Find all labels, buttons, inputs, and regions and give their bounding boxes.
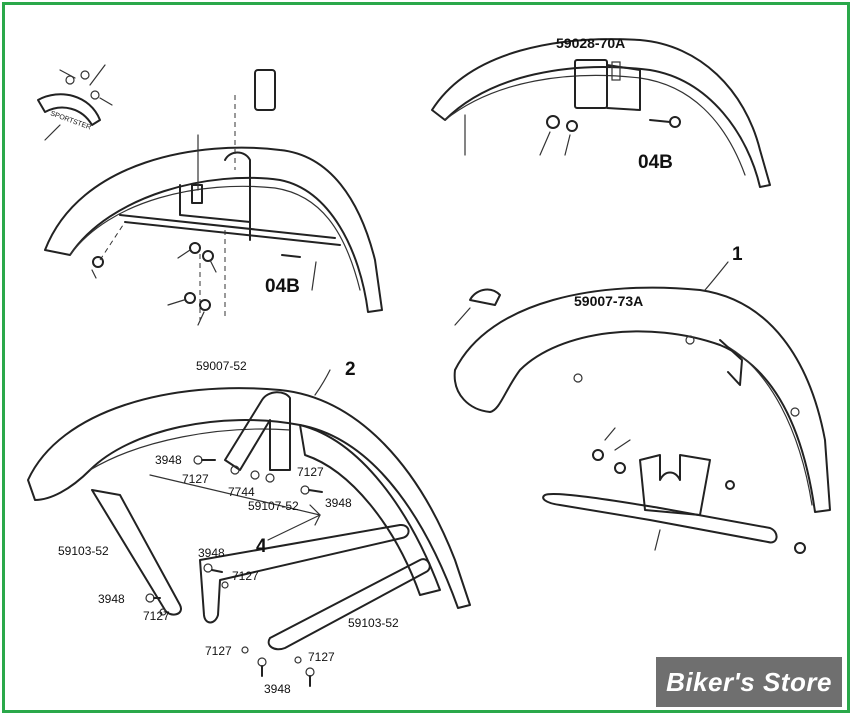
item-1-fender: 1 59007-73A [453,244,831,554]
left-hardware-3948-b: 3948 [98,592,125,606]
upper-right-part-label: 59028-70A [556,35,625,51]
store-logo-text: Biker's Store [666,666,832,697]
item-4-part-label: 59107-52 [248,499,299,513]
bottom-hardware-7127-a: 7127 [205,644,232,658]
kit-hardware-3948-b: 3948 [325,496,352,510]
bottom-hardware-7127-b: 7127 [308,650,335,664]
brace-right-part-label: 59103-52 [348,616,399,630]
left-hardware-7127-b: 7127 [143,609,170,623]
emblem-text: SPORTSTER [49,110,91,131]
upper-left-fender: SPORTSTER 04B [37,64,383,326]
item-4-number: 4 [256,536,267,557]
item-2-fender: 2 59007-52 4 59107-52 59103-52 59103-52 … [27,359,471,696]
left-hardware-7127-a: 7127 [232,569,259,583]
kit-hardware-7127-b: 7127 [297,465,324,479]
emblem-badge: SPORTSTER [37,93,101,131]
bottom-hardware-3948: 3948 [264,682,291,696]
item-1-number: 1 [732,244,743,265]
kit-hardware-7127-a: 7127 [182,472,209,486]
item-2-number: 2 [345,359,356,380]
left-hardware-3948-a: 3948 [198,546,225,560]
kit-hardware-3948-a: 3948 [155,453,182,467]
upper-left-04b-label: 04B [265,276,300,297]
item-2-part-label: 59007-52 [196,359,247,373]
upper-right-04b-label: 04B [638,152,673,173]
upper-right-fender: 59028-70A 04B [431,35,771,188]
store-logo: Biker's Store [656,657,842,707]
item-1-part-label: 59007-73A [574,293,643,309]
brace-left-part-label: 59103-52 [58,544,109,558]
kit-hardware-7744: 7744 [228,485,255,499]
